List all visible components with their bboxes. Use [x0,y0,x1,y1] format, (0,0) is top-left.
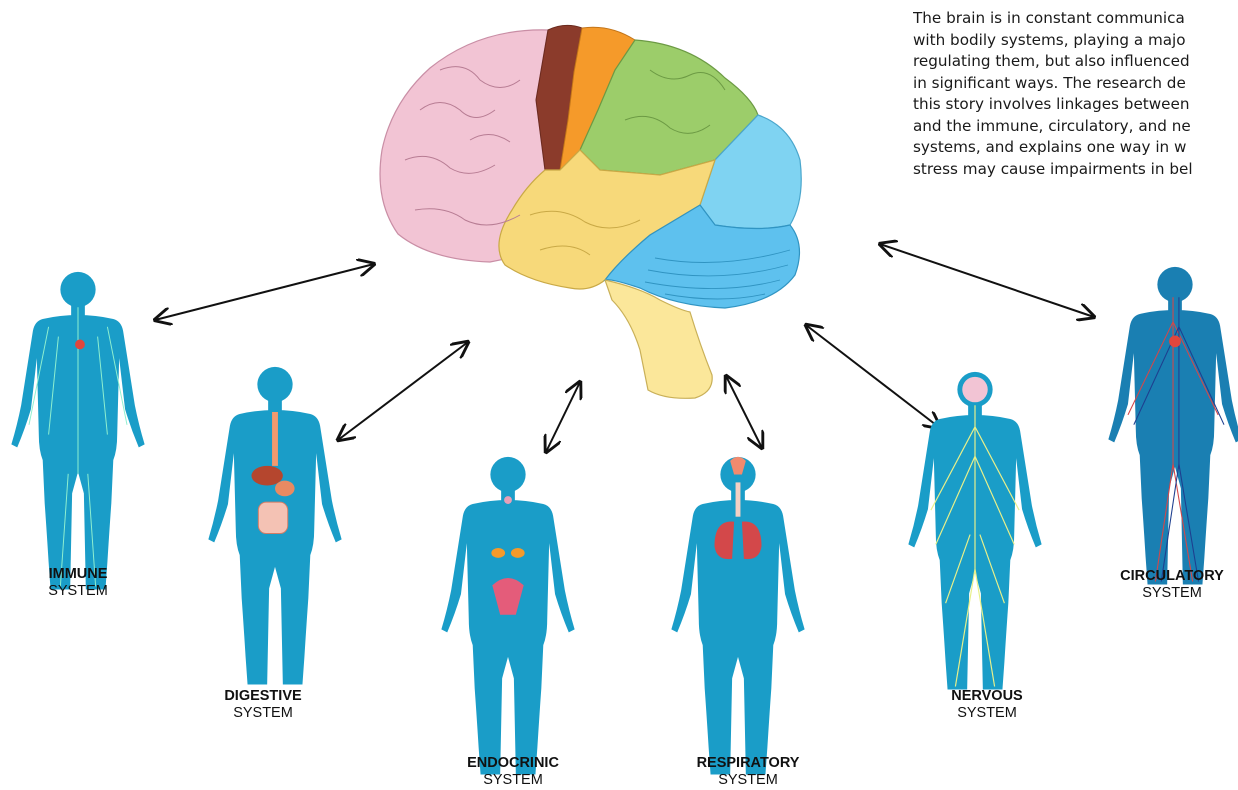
system-name: IMMUNE [3,566,153,583]
arrow-immune [155,264,374,320]
intro-line: systems, and explains one way in w [913,137,1238,159]
label-immune-system: IMMUNE SYSTEM [3,566,153,600]
system-name: NERVOUS [912,688,1062,705]
intro-line: in significant ways. The research de [913,73,1238,95]
figure-immune-system [11,272,144,590]
label-endocrinic-system: ENDOCRINIC SYSTEM [438,755,588,789]
arrow-digestive [338,342,468,440]
system-name: ENDOCRINIC [438,755,588,772]
system-suffix: SYSTEM [673,772,823,789]
label-circulatory-system: CIRCULATORY SYSTEM [1097,568,1238,602]
label-digestive-system: DIGESTIVE SYSTEM [188,688,338,722]
intro-line: with bodily systems, playing a majo [913,30,1238,52]
figure-endocrinic-system [441,457,574,775]
arrow-nervous [806,325,940,428]
intro-line: and the immune, circulatory, and ne [913,116,1238,138]
system-name: CIRCULATORY [1097,568,1238,585]
intro-line: The brain is in constant communica [913,8,1238,30]
intro-line: regulating them, but also influenced [913,51,1238,73]
brain-illustration [380,25,801,398]
system-name: DIGESTIVE [188,688,338,705]
arrow-circulatory [880,244,1094,317]
arrow-respiratory [726,376,762,448]
label-nervous-system: NERVOUS SYSTEM [912,688,1062,722]
figure-respiratory-system [671,457,804,775]
system-suffix: SYSTEM [1097,585,1238,602]
intro-paragraph: The brain is in constant communica with … [913,8,1238,193]
label-respiratory-system: RESPIRATORY SYSTEM [673,755,823,789]
system-suffix: SYSTEM [438,772,588,789]
intro-line: this story involves linkages between [913,94,1238,116]
arrow-endocrinic [546,382,580,452]
intro-line: stress may cause impairments in bel [913,159,1238,181]
figure-circulatory-system [1108,267,1238,585]
figure-digestive-system [208,367,341,685]
system-suffix: SYSTEM [188,705,338,722]
system-suffix: SYSTEM [3,583,153,600]
system-suffix: SYSTEM [912,705,1062,722]
system-name: RESPIRATORY [673,755,823,772]
